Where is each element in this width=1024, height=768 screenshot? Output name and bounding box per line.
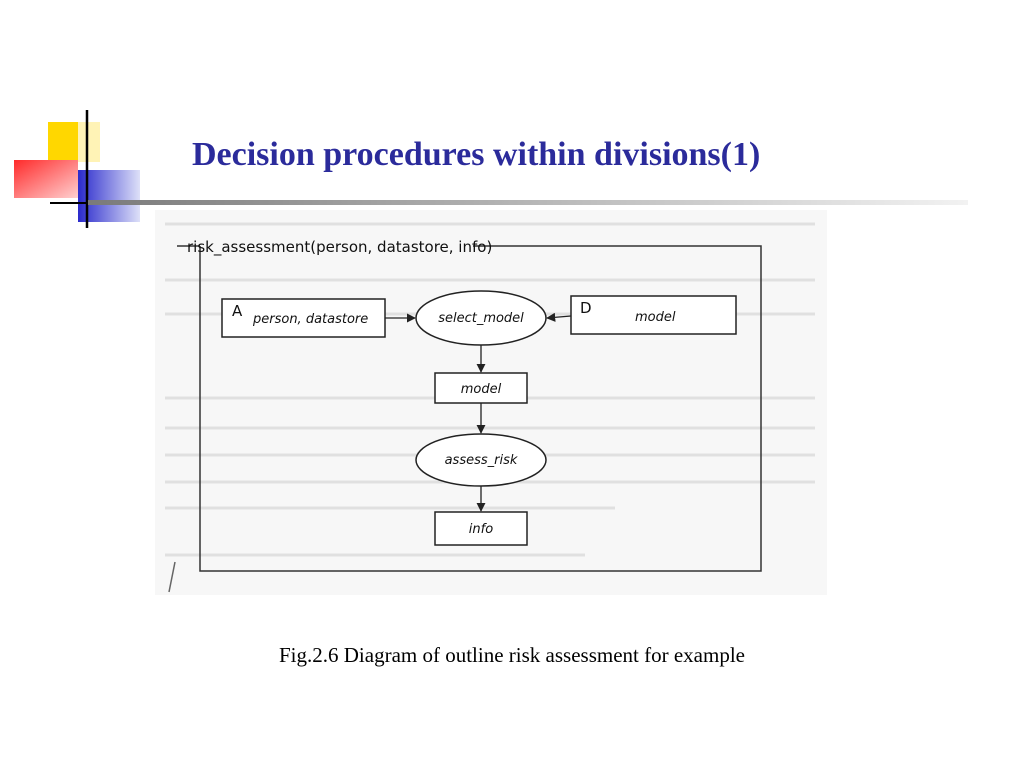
output-model — [434, 372, 528, 404]
figure-caption: Fig.2.6 Diagram of outline risk assessme… — [279, 643, 745, 667]
scan-artifact-mark — [168, 561, 176, 593]
logo-yellow-square — [48, 122, 78, 162]
output-model-label: model — [461, 382, 502, 397]
diagram-frame — [177, 245, 762, 572]
datastore-d-label: model — [635, 310, 676, 325]
process-select-model-label: select_model — [438, 311, 524, 326]
arrow-d-to-select-model — [546, 312, 572, 322]
page-title: Decision procedures within divisions(1) — [192, 136, 761, 173]
logo-red-square — [14, 160, 78, 198]
frame-label: risk_assessment(person, datastore, info) — [187, 238, 492, 257]
datastore-a-letter: A — [232, 302, 243, 320]
datastore-a-label: person, datastore — [252, 312, 368, 327]
output-info-label: info — [469, 522, 493, 537]
process-assess-risk-label: assess_risk — [445, 453, 518, 468]
datastore-d — [570, 295, 737, 335]
title-underline — [88, 200, 968, 205]
risk-assessment-diagram: risk_assessment(person, datastore, info)… — [165, 222, 815, 593]
logo-yellow-fade — [78, 122, 100, 162]
logo-blue-square — [78, 170, 140, 222]
output-info — [434, 511, 528, 546]
datastore-d-letter: D — [580, 299, 592, 317]
